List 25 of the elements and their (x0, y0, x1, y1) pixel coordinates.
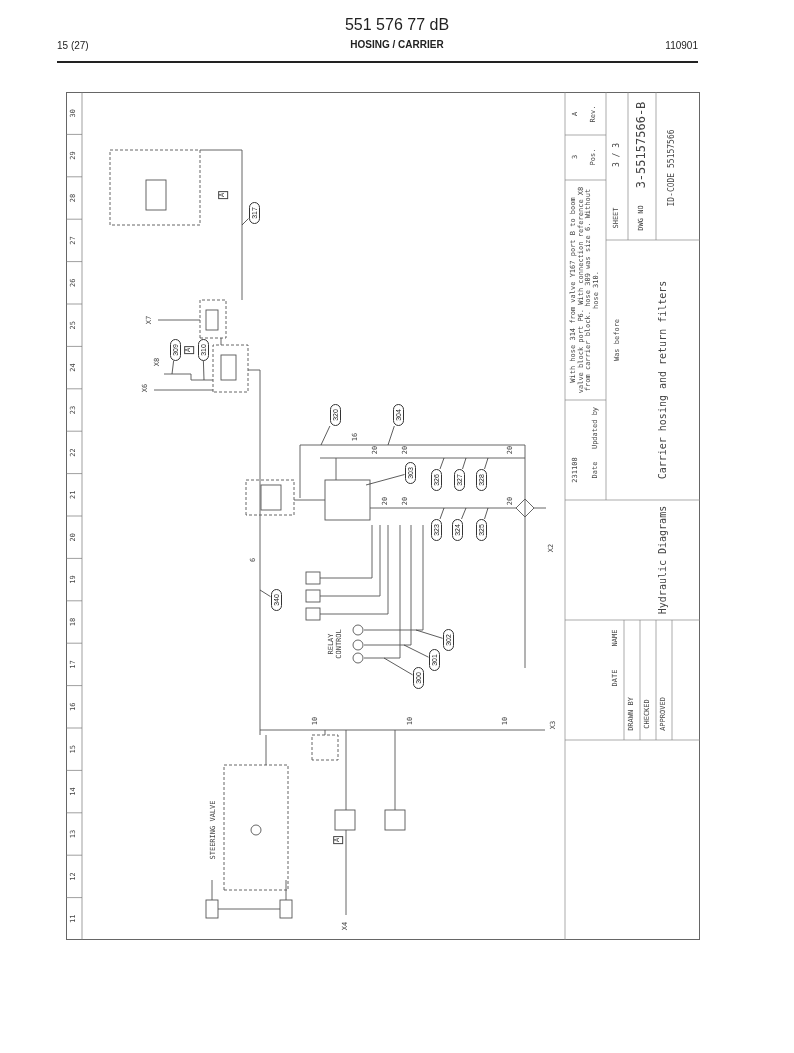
leader-line (403, 644, 429, 658)
leader-line (203, 360, 205, 381)
leader-line (415, 629, 443, 639)
drawing-type: Hydraulic Diagrams (656, 505, 668, 615)
leader-line (484, 507, 489, 520)
leader-line (462, 457, 467, 470)
leader-line (171, 360, 174, 375)
drawing-number: 3-55157566-B (635, 101, 649, 189)
leader-line (387, 425, 395, 446)
page-number: 15 (27) (57, 40, 89, 51)
leader-line (461, 507, 467, 520)
document-number: 551 576 77 dB (344, 16, 450, 34)
leader-line (320, 425, 331, 446)
page-title: HOSING / CARRIER (350, 39, 444, 50)
date-code: 110901 (665, 40, 698, 51)
leader-line (383, 657, 413, 676)
drawing-title: Carrier hosing and return filters (656, 280, 668, 480)
leader-line (365, 474, 405, 486)
leader-line (241, 218, 249, 226)
title-block-text: ID-CODE 55157566 (667, 129, 677, 207)
leader-line (439, 507, 445, 520)
leader-line (259, 589, 271, 597)
leader-line (484, 457, 489, 470)
title-block-text: 3 / 3 (612, 142, 622, 168)
leader-line (439, 457, 445, 470)
